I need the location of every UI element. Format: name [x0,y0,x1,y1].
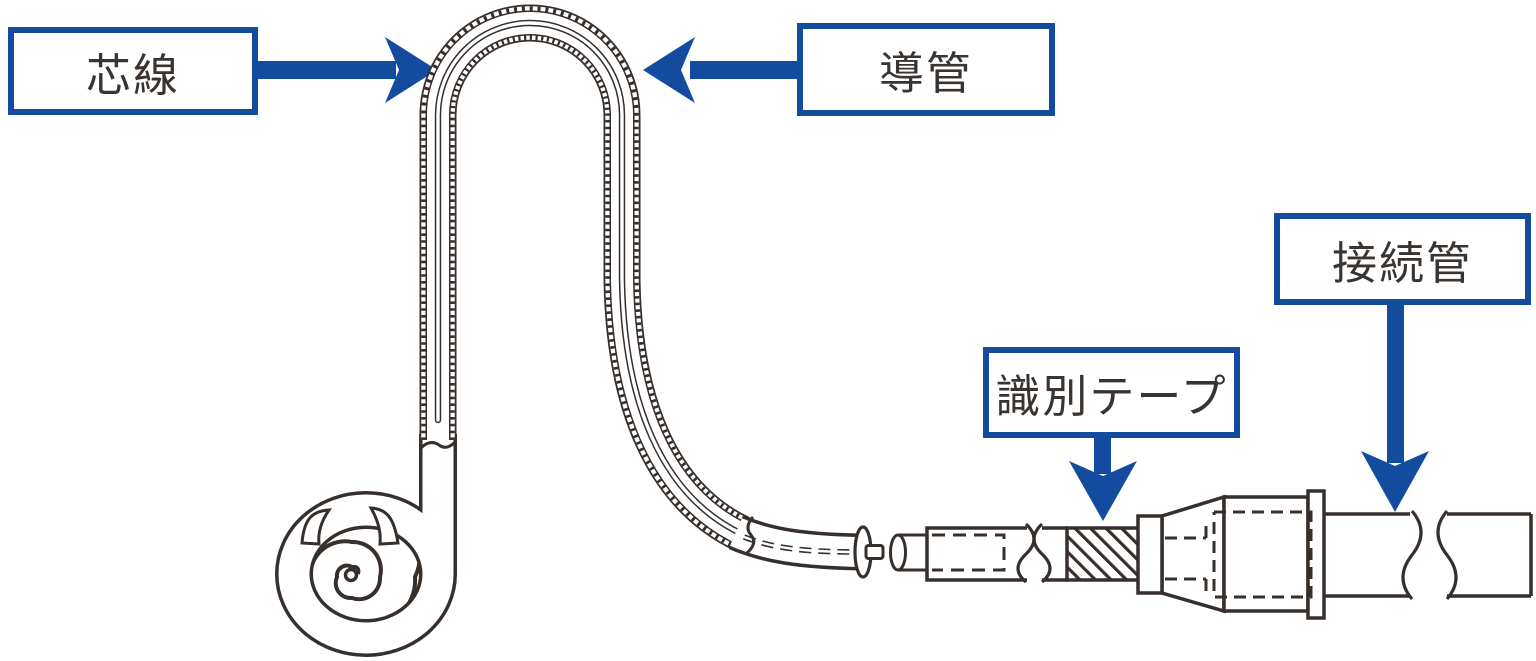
overlap-notch-left [300,508,332,546]
inner-tube-open-end [889,533,907,572]
label-core-wire: 芯線 [8,27,258,115]
core-wire-pin [864,544,885,560]
spiral-end-ball [343,567,359,583]
label-connection-tube: 接続管 [1274,213,1531,305]
hidden-passage-dashed [1165,510,1313,599]
pipe-break-icon [1401,509,1458,601]
label-identification-tape: 識別テープ [983,347,1240,438]
label-core-wire-text: 芯線 [85,49,180,101]
callout-arrows [254,37,1429,521]
inner-tube-walls [898,533,928,572]
connector-assembly [889,489,1533,620]
outlet-tube-walls [1324,512,1410,598]
texture-transition-left [419,439,458,450]
tube-walls [1042,526,1068,582]
coil-ticks [438,23,742,534]
label-conduit-text: 導管 [878,48,973,99]
label-connection-tube-text: 接続管 [1331,237,1473,289]
identification-tape-hatch [1065,526,1142,582]
pipe-break-icon [1016,522,1052,584]
exit-tube [736,515,885,579]
hidden-inner-tube-dashed [932,533,1006,572]
connector-flange-left [1136,514,1164,595]
label-identification-tape-text: 識別テープ [995,371,1228,422]
conduit-arch [421,23,742,534]
tube-solid-section [294,434,438,638]
arrow-down-tape-icon [1069,434,1137,521]
label-conduit: 導管 [797,23,1055,116]
arrow-right-icon [254,37,437,103]
arrow-down-connector-icon [1361,303,1429,512]
texture-transition-right [745,515,756,555]
outlet-tube-end [1447,512,1533,598]
connector-body [1222,495,1310,613]
core-wire [438,23,742,534]
arrow-left-icon [643,37,798,103]
sleeve-tube [925,526,1027,582]
overlap-notch-right [368,506,400,546]
